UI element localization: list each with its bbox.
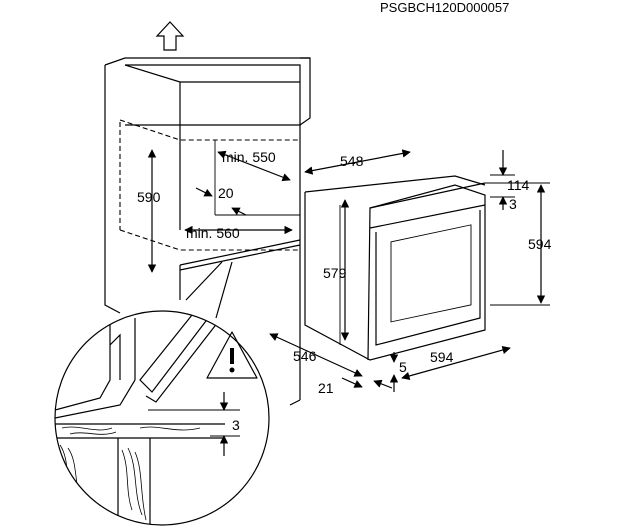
dim-579: 579	[323, 199, 350, 341]
svg-text:579: 579	[323, 265, 347, 281]
svg-text:min. 550: min. 550	[222, 149, 276, 165]
svg-text:5: 5	[399, 359, 407, 375]
up-arrow-icon	[155, 21, 185, 51]
svg-text:20: 20	[218, 185, 234, 201]
dim-min-560: min. 560	[184, 225, 293, 241]
svg-text:114: 114	[507, 177, 530, 193]
dim-3-detail: 3	[148, 392, 240, 456]
dim-114-3: 114 3	[490, 150, 530, 212]
dim-590: 590	[137, 149, 161, 273]
dim-546: 546	[269, 333, 363, 377]
svg-text:3: 3	[509, 196, 517, 212]
dim-548: 548	[304, 149, 411, 175]
dim-594-height: 594	[485, 182, 552, 306]
warning-icon	[206, 331, 258, 379]
svg-text:594: 594	[430, 349, 454, 365]
document-code: PSGBCH120D000057	[380, 0, 509, 15]
svg-text:min. 560: min. 560	[186, 225, 240, 241]
detail-circle	[54, 310, 270, 526]
oven	[304, 175, 486, 361]
dim-20: 20	[195, 185, 247, 216]
dim-594-width: 594	[401, 345, 511, 381]
svg-text:548: 548	[340, 153, 364, 169]
dim-5: 5	[389, 352, 407, 392]
dim-21: 21	[318, 377, 393, 396]
svg-text:21: 21	[318, 380, 334, 396]
svg-text:546: 546	[293, 348, 317, 364]
svg-text:3: 3	[232, 417, 240, 433]
dim-min-550: min. 550	[217, 149, 291, 182]
svg-text:594: 594	[528, 236, 552, 252]
svg-text:590: 590	[137, 189, 161, 205]
